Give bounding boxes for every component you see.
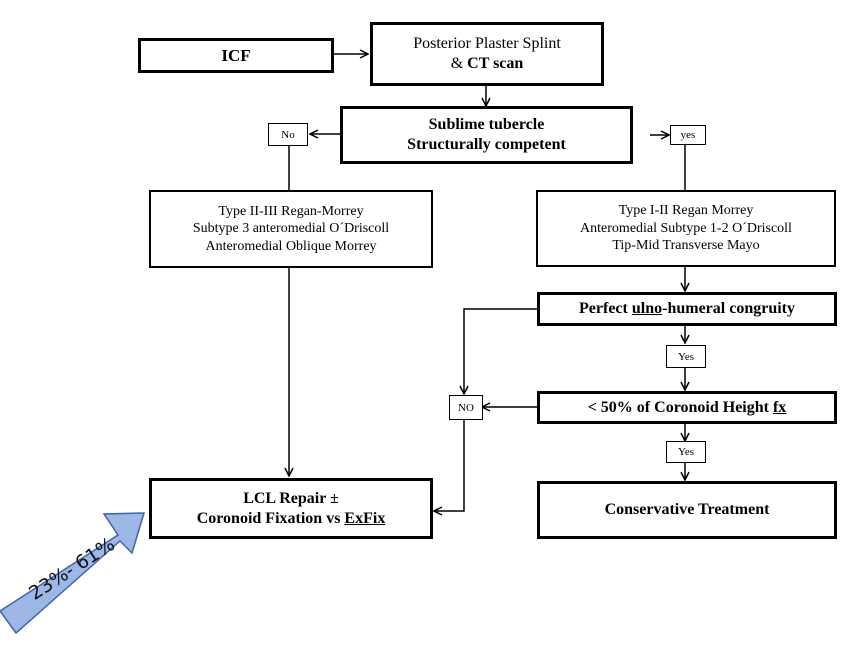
left-classification-box: Type II-III Regan-Morrey Subtype 3 anter… (149, 190, 433, 268)
lcl-repair-box: LCL Repair ± Coronoid Fixation vs ExFix (149, 478, 433, 539)
tubercle-box: Sublime tubercle Structurally competent (340, 106, 633, 164)
ct-prefix: & (450, 55, 468, 72)
left-class-line-2: Subtype 3 anteromedial O´Driscoll (192, 221, 390, 237)
yes-tag-2: Yes (666, 441, 706, 463)
yes-tag-label: yes (680, 129, 696, 141)
lcl-prefix: Coronoid Fixation vs (196, 509, 345, 527)
right-classification-box: Type I-II Regan Morrey Anteromedial Subt… (536, 190, 836, 267)
right-class-line-3: Tip-Mid Transverse Mayo (612, 238, 760, 254)
ct-scan-line: & CT scan (451, 54, 524, 74)
yes-tag-1-label: Yes (677, 350, 694, 363)
height-prefix: < 50% of Coronoid Height (587, 398, 773, 416)
ct-scan-label: CT scan (467, 55, 524, 72)
yes-tag-1: Yes (666, 345, 706, 368)
congruity-prefix: Perfect (579, 300, 632, 317)
conservative-treatment-box: Conservative Treatment (537, 481, 837, 539)
lcl-underlined: ExFix (344, 509, 386, 527)
tubercle-label-1: Sublime tubercle (428, 116, 545, 133)
congruity-suffix: -humeral congruity (662, 300, 795, 317)
right-class-line-2: Anteromedial Subtype 1-2 O´Driscoll (580, 220, 792, 236)
arrow-no2-to-lcl (434, 420, 465, 511)
height-underlined: fx (772, 398, 787, 416)
yes-tag: yes (670, 125, 706, 145)
coronoid-height-box: < 50% of Coronoid Height fx (537, 391, 837, 424)
lcl-label-1: LCL Repair ± (243, 489, 339, 507)
arrow-congruity-to-no2 (464, 308, 537, 394)
splint-label: Posterior Plaster Splint (413, 35, 561, 52)
conservative-label: Conservative Treatment (604, 501, 770, 518)
congruity-underlined: ulno (631, 300, 663, 317)
congruity-box: Perfect ulno-humeral congruity (537, 292, 837, 326)
right-class-line-1: Type I-II Regan Morrey (618, 203, 754, 219)
no-tag-label: No (281, 128, 295, 141)
congruity-label: Perfect ulno-humeral congruity (579, 299, 795, 319)
lcl-label-2: Coronoid Fixation vs ExFix (197, 509, 386, 529)
tubercle-label-2: Structurally competent (407, 136, 566, 153)
no-tag-2-label: NO (458, 401, 474, 414)
left-class-line-1: Type II-III Regan-Morrey (218, 203, 364, 219)
icf-label: ICF (221, 45, 251, 65)
no-tag: No (268, 123, 308, 146)
left-class-line-3: Anteromedial Oblique Morrey (205, 238, 377, 254)
percentage-badge-arrow (0, 512, 146, 635)
coronoid-height-label: < 50% of Coronoid Height fx (588, 398, 787, 418)
yes-tag-2-label: Yes (677, 446, 694, 458)
no-tag-2: NO (449, 395, 483, 420)
splint-ct-box: Posterior Plaster Splint & CT scan (370, 22, 604, 86)
icf-box: ICF (138, 38, 334, 73)
